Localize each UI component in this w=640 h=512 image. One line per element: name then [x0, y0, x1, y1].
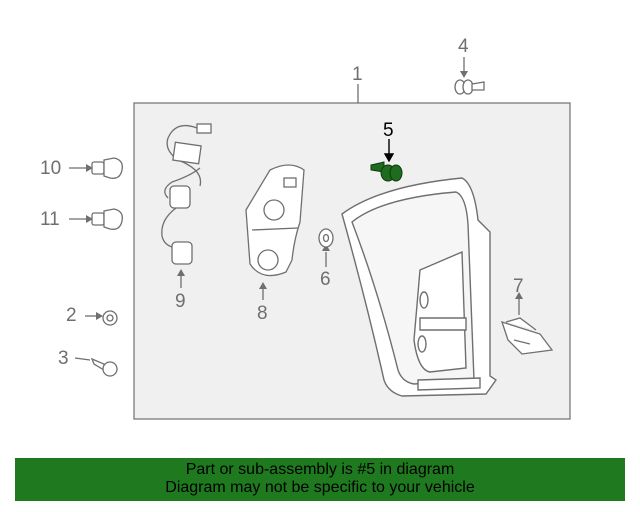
callout-3: 3 — [58, 348, 69, 369]
callout-6: 6 — [320, 269, 331, 290]
assembly-frame — [133, 102, 571, 420]
callout-5: 5 — [383, 120, 394, 141]
callout-1: 1 — [352, 64, 363, 85]
callout-9: 9 — [175, 291, 186, 312]
info-banner: Part or sub-assembly is #5 in diagram Di… — [15, 458, 625, 501]
callout-8: 8 — [257, 303, 268, 324]
banner-line-part-number: Part or sub-assembly is #5 in diagram — [185, 461, 455, 478]
screw-part-3 — [90, 357, 118, 377]
bracket-part-7 — [500, 317, 554, 355]
pin-part-4 — [454, 79, 485, 95]
banner-line-disclaimer: Diagram may not be specific to your vehi… — [165, 479, 475, 496]
callout-11: 11 — [40, 209, 60, 230]
diagram-canvas — [69, 57, 571, 420]
active-leader-line — [383, 139, 395, 163]
wire-harness-part-9 — [161, 123, 212, 265]
parts-diagram: 1 2 3 4 5 6 7 8 9 10 11 — [40, 36, 571, 420]
callout-4: 4 — [458, 36, 469, 57]
bulb-part-10 — [91, 157, 123, 179]
callout-7: 7 — [513, 276, 524, 297]
socket-plate-part-8 — [245, 164, 305, 277]
callout-10: 10 — [40, 158, 62, 179]
callout-2: 2 — [66, 305, 77, 326]
clip-part-2 — [102, 310, 118, 326]
lamp-housing-part-1 — [341, 177, 497, 397]
highlighted-part-5 — [370, 161, 403, 182]
bulb-part-11 — [91, 208, 123, 230]
washer-part-6 — [318, 228, 334, 248]
